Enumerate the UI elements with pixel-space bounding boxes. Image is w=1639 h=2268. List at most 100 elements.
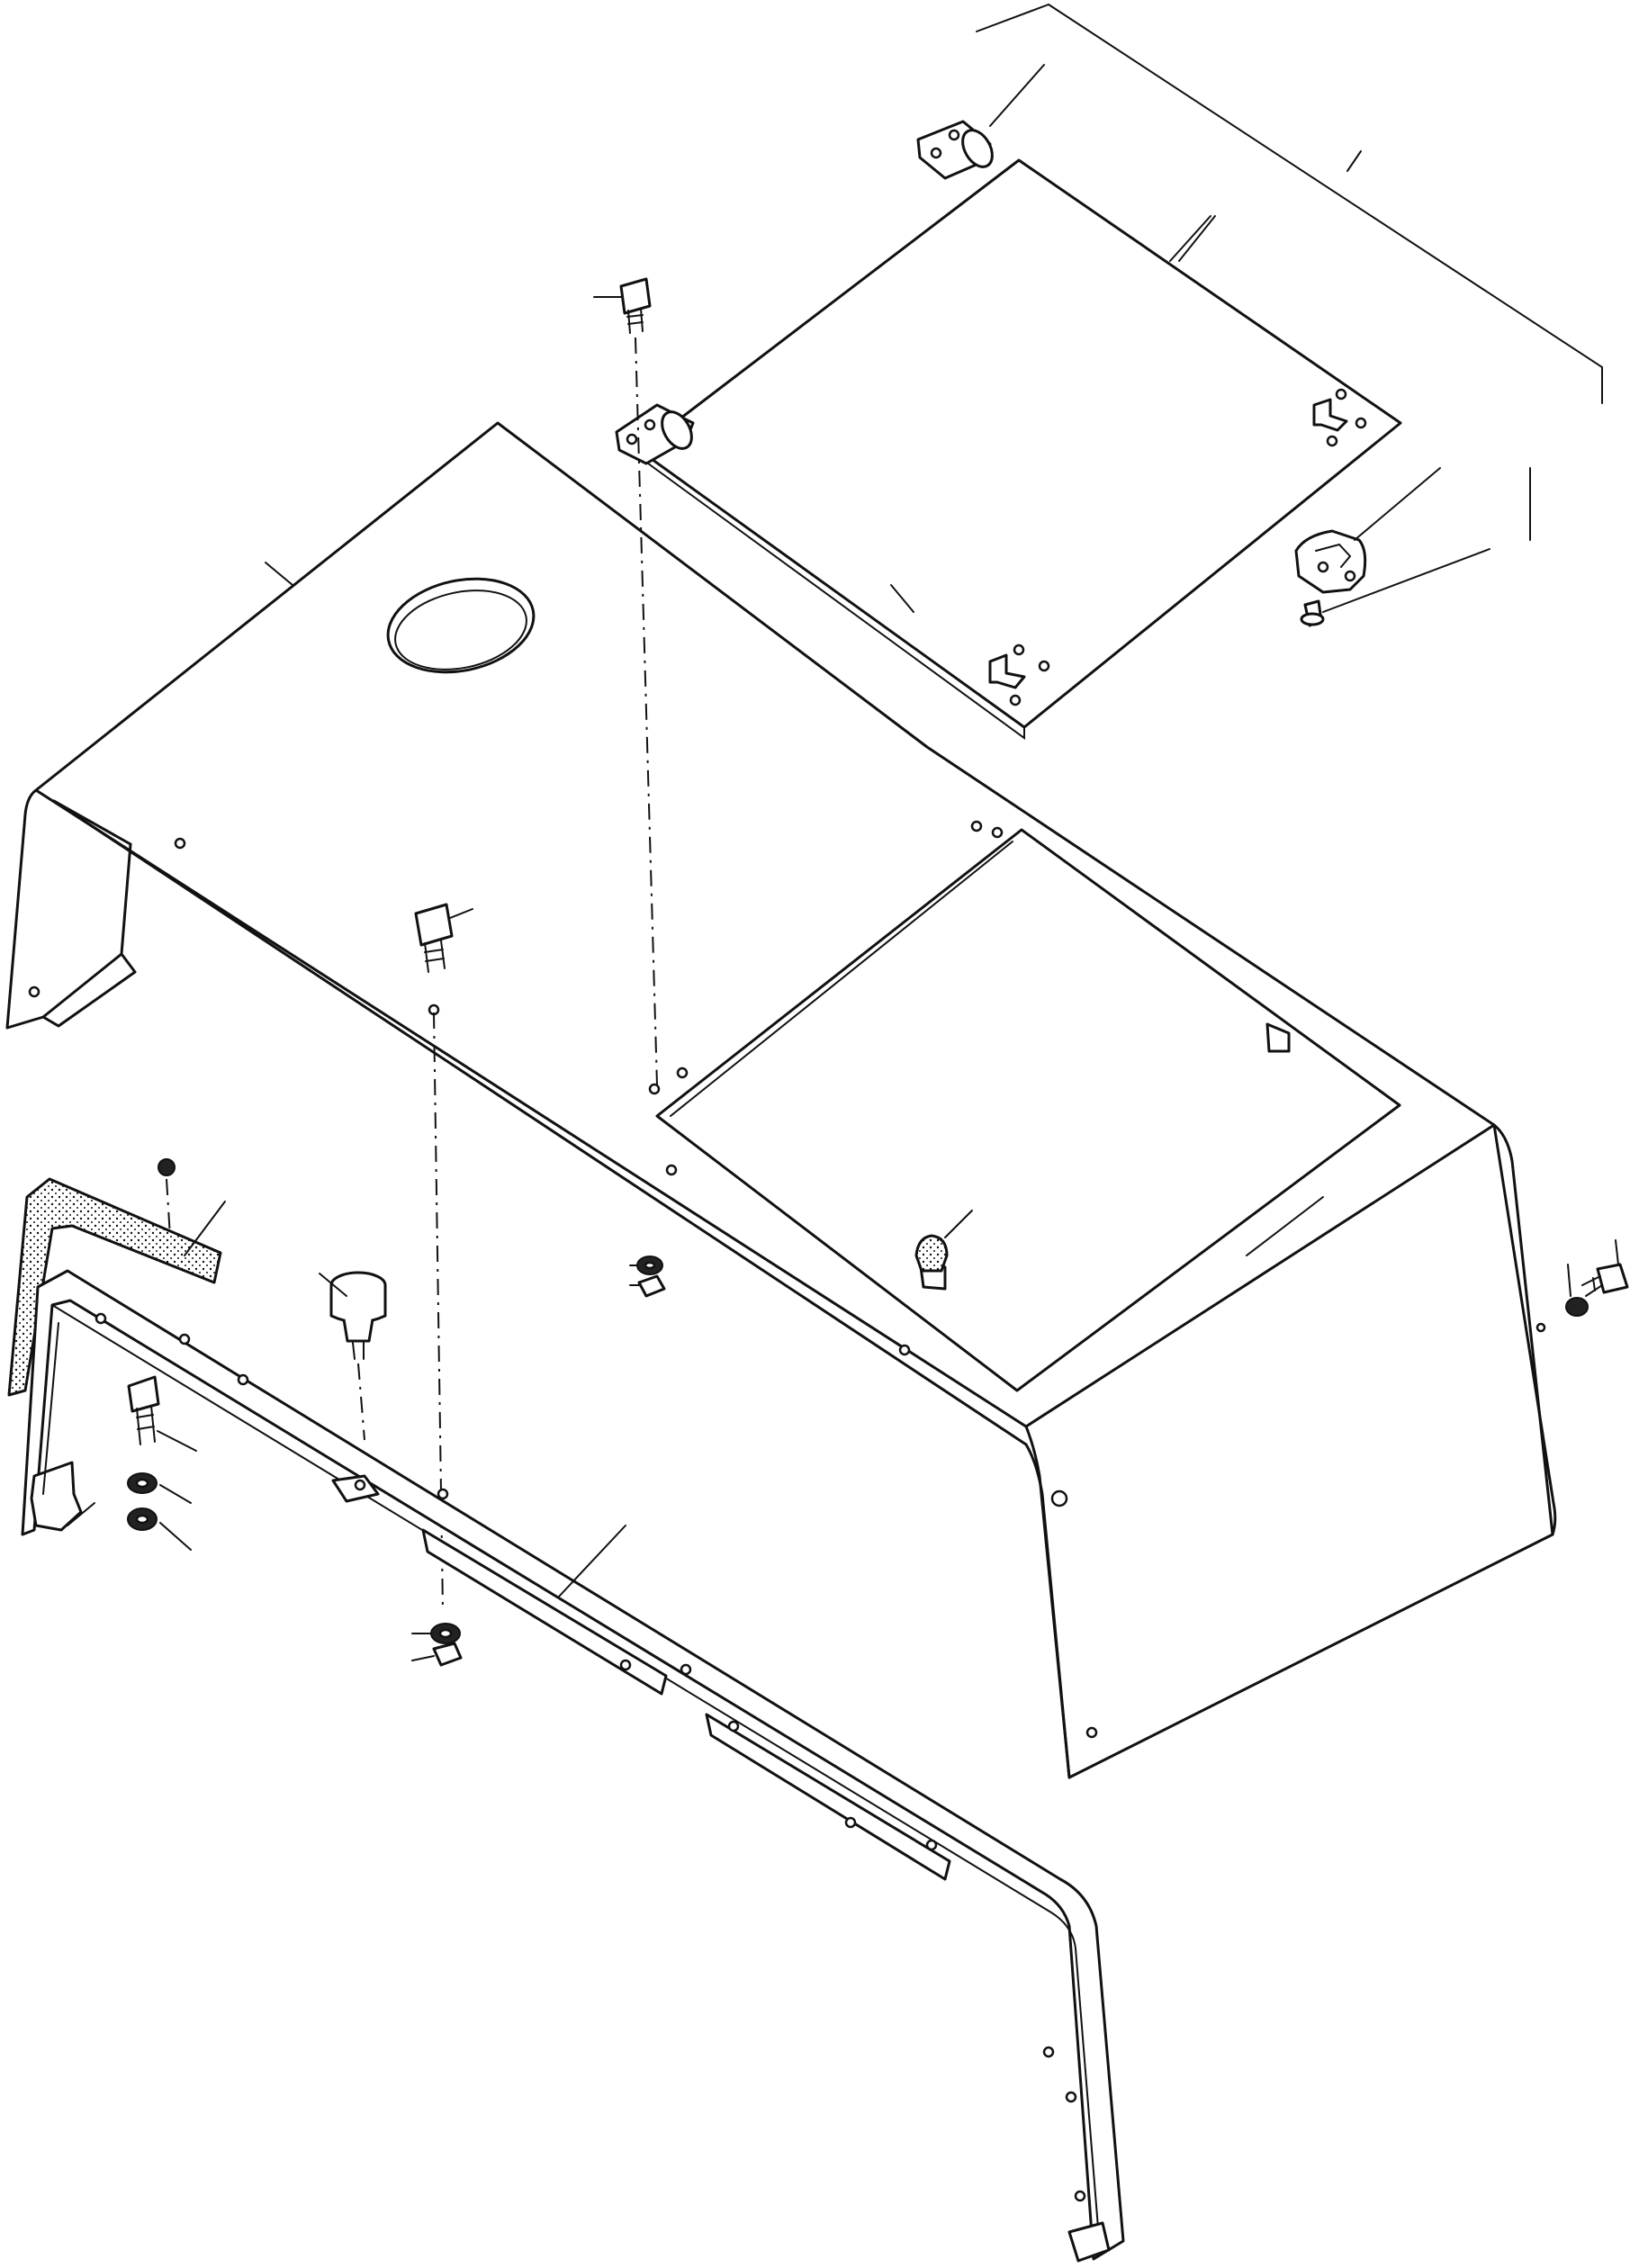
seal-plate <box>421 1528 668 1696</box>
bolt-head <box>127 1375 160 1413</box>
seal-right-foot <box>1067 2221 1111 2263</box>
hood-hole <box>174 837 186 850</box>
bolt-thread <box>626 308 644 334</box>
group-bracket <box>976 4 1603 541</box>
hood-hole <box>1535 1322 1546 1333</box>
hood-left-foot <box>41 952 137 1028</box>
bracket-tick <box>1178 215 1216 262</box>
leader-line <box>184 1201 226 1256</box>
top-access-panel <box>637 158 1402 740</box>
hood-hole <box>28 986 41 998</box>
seal-hole <box>1042 2046 1055 2058</box>
knob-thread <box>352 1342 365 1360</box>
small-cap <box>158 1158 176 1252</box>
seal-plate <box>705 1713 951 1881</box>
seal-hole <box>437 1488 449 1500</box>
rubber-bumper <box>914 1210 973 1273</box>
leader-line <box>629 1264 640 1286</box>
hood-hole <box>898 1344 911 1356</box>
seal-hole <box>727 1720 740 1732</box>
seal-tab <box>331 1474 380 1503</box>
seal-hole <box>95 1312 107 1325</box>
washer-hole <box>135 1478 149 1489</box>
hinge-lower-pin <box>661 410 693 450</box>
seal-hole <box>619 1659 632 1671</box>
hinge-hole <box>930 147 942 159</box>
hood-hole <box>991 826 1004 839</box>
seal-left-leg <box>42 1322 59 1495</box>
knob-stem <box>342 1318 374 1343</box>
leader-line <box>1615 1239 1619 1265</box>
panel-hole <box>1335 388 1347 400</box>
panel-latch-slot <box>1312 398 1348 432</box>
nut <box>637 1274 666 1298</box>
seal-strip-edge <box>26 1178 50 1198</box>
bolt-head <box>1596 1263 1629 1294</box>
hood-top-face <box>34 421 1496 1428</box>
washer-hole <box>135 1514 149 1525</box>
leader-line <box>1567 1264 1571 1297</box>
seal-hole <box>1065 2091 1077 2103</box>
hood-hole <box>970 820 983 832</box>
center-line <box>635 337 658 1085</box>
hood-right-rear-edge <box>1492 1123 1554 1536</box>
bolt-thread <box>136 1405 156 1445</box>
leader-line <box>1169 215 1211 262</box>
leader-line <box>1322 548 1490 613</box>
nut <box>432 1642 463 1667</box>
seal-hole <box>1074 2190 1086 2202</box>
leader-line <box>157 1430 197 1452</box>
bumper-body <box>914 1234 949 1273</box>
seal-channel-outer <box>21 1269 1125 2261</box>
seal-hole <box>844 1816 857 1829</box>
latch-detail <box>1315 543 1352 568</box>
panel-hinge <box>615 64 1045 465</box>
cap <box>158 1158 176 1176</box>
leader-line <box>67 1502 95 1526</box>
hood-front-fold <box>52 799 1028 1446</box>
hood-access-opening-lip <box>670 841 1013 1117</box>
seal-hole <box>680 1663 692 1676</box>
bolt-thread <box>1581 1275 1603 1297</box>
leader-line <box>890 584 914 613</box>
hood-cover-body <box>5 421 1557 1779</box>
bracket-line <box>1048 4 1603 404</box>
panel-latch <box>1294 467 1490 627</box>
knob-fastener <box>319 1271 387 1441</box>
leader-line <box>411 1633 435 1661</box>
panel-hole <box>1013 644 1025 656</box>
panel-hole <box>1009 694 1022 706</box>
hood-access-opening <box>655 828 1401 1392</box>
opening-tab-right <box>1265 1022 1291 1053</box>
hinge-hole <box>948 129 960 141</box>
leader-line <box>1354 467 1441 541</box>
washers <box>127 1256 1589 1667</box>
hood-hole <box>676 1066 689 1079</box>
hinge-hole <box>644 418 656 431</box>
front-seal-strip <box>7 1177 226 1397</box>
leader-line <box>319 1273 347 1297</box>
washer-hole <box>438 1628 453 1639</box>
washer-hole <box>644 1261 656 1270</box>
seal-hole <box>354 1479 366 1491</box>
panel-plate <box>637 158 1402 729</box>
hood-left-side <box>5 788 132 1030</box>
hood-hole <box>648 1083 661 1095</box>
hood-hole <box>1050 1490 1068 1508</box>
latch-screw-head <box>1300 612 1325 626</box>
leader-line <box>989 64 1045 127</box>
bracket-tick <box>1346 150 1362 172</box>
latch-hole <box>1344 570 1356 582</box>
panel-hole <box>1038 660 1050 672</box>
hood-hole <box>665 1164 678 1176</box>
panel-latch-slot <box>988 653 1026 689</box>
seal-hole <box>178 1333 191 1346</box>
leader-line <box>944 1210 973 1238</box>
leader-line <box>265 562 293 586</box>
bracket-line <box>976 4 1049 32</box>
hood-round-opening <box>386 577 536 674</box>
leader-line <box>1246 1196 1324 1256</box>
washer <box>1565 1297 1589 1317</box>
center-line <box>166 1178 172 1252</box>
